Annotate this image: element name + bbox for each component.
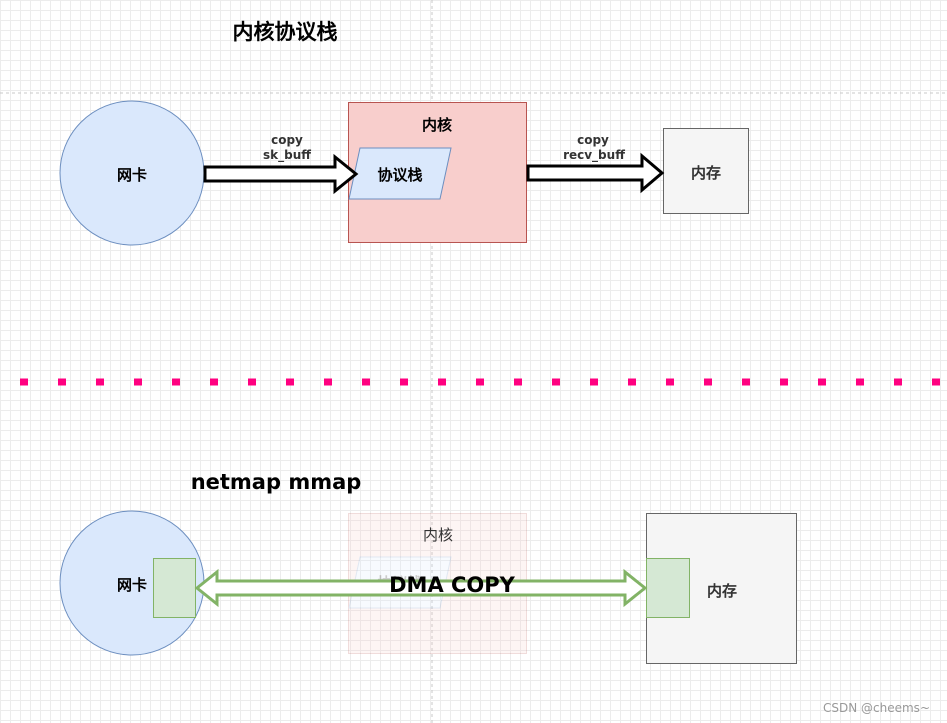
bottom-dma-copy-arrow[interactable] bbox=[194, 568, 648, 608]
bottom-nic-label: 网卡 bbox=[117, 576, 147, 594]
top-copy1-line1: copy bbox=[271, 133, 303, 147]
bottom-memory-buffer[interactable] bbox=[646, 558, 690, 618]
top-memory-label: 内存 bbox=[691, 164, 721, 182]
top-copy-recvbuff-arrow[interactable] bbox=[526, 152, 665, 194]
bottom-memory-label: 内存 bbox=[707, 582, 737, 600]
top-copy2-line2: recv_buff bbox=[563, 148, 625, 163]
watermark: CSDN @cheems~ bbox=[823, 701, 930, 715]
top-protocol-stack-label: 协议栈 bbox=[377, 166, 422, 184]
bottom-nic-buffer[interactable] bbox=[153, 558, 196, 618]
top-nic-label: 网卡 bbox=[117, 166, 147, 184]
top-title: 内核协议栈 bbox=[233, 20, 338, 44]
bottom-kernel-label: 内核 bbox=[423, 526, 453, 544]
top-copy1-line2: sk_buff bbox=[263, 148, 311, 163]
top-copy-skbuff-arrow[interactable] bbox=[203, 153, 359, 195]
top-memory-box[interactable] bbox=[663, 128, 749, 214]
top-copy2-line1: copy bbox=[577, 133, 609, 147]
top-protocol-stack-shape[interactable] bbox=[348, 147, 452, 200]
top-kernel-label: 内核 bbox=[422, 116, 452, 134]
bottom-dma-label: DMA COPY bbox=[389, 573, 516, 597]
bottom-title: netmap mmap bbox=[191, 470, 362, 494]
